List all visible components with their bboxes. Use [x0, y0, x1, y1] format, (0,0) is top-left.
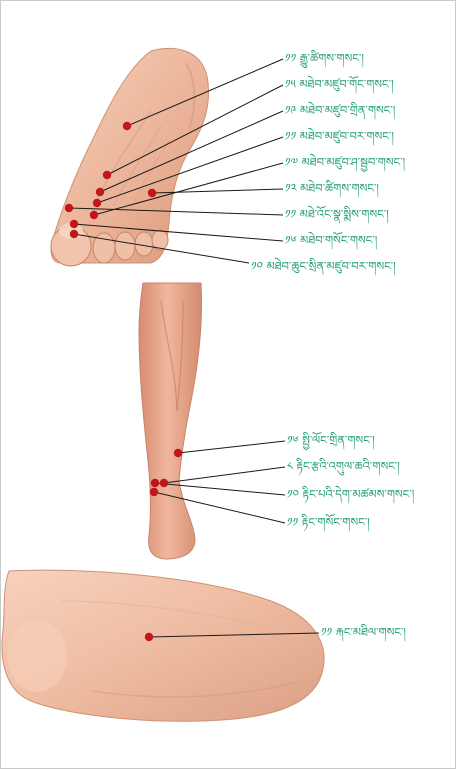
acupoint-label: ༡༡ རྟིང་གསོང་གསང་།: [287, 515, 370, 529]
acupoint-marker: [148, 189, 156, 197]
acupoint-marker: [150, 488, 158, 496]
acupoint-label: ༡༠ མཐེབ་ཆུང་སྲིན་མཛུབ་བར་གསང་།: [251, 259, 396, 273]
foot-sole-view: [2, 570, 324, 721]
acupoint-label: ༡༩ མཐེབ་མཛུབ་གྲིན་གསང་།: [285, 103, 395, 117]
acupoint-marker: [96, 188, 104, 196]
acupoint-label: ༡༠ རྟིང་པའི་དེག་མཚམས་གསང་།: [287, 487, 414, 501]
acupoint-marker: [145, 633, 153, 641]
leader-line: [178, 441, 285, 453]
acupoint-marker: [90, 211, 98, 219]
acupoint-label: ༡༢ མཐེབ་ཚིགས་གསང་།: [285, 181, 379, 195]
acupoint-marker: [65, 204, 73, 212]
acupoint-marker: [174, 449, 182, 457]
acupoint-marker: [151, 479, 159, 487]
acupoint-label: ༡༡ རྒྱུ་ཚིགས་གསང་།: [285, 51, 364, 65]
acupoint-label: ༡༡ རྐང་མཐིལ་གསང་།: [321, 625, 406, 639]
acupoint-label: ༡༦ སྤྱི་ལོང་གྲིན་གསང་།: [287, 433, 375, 447]
acupoint-label: ༡༧ མཐེབ་མཛུབ་ཤ་སྦྱབ་གསང་།: [285, 155, 405, 169]
acupoint-label: ༡༦ མཐེབ་གསོང་གསང་།: [285, 233, 377, 247]
acupoint-marker: [160, 479, 168, 487]
acupoint-label: ༡༡ མཐེ་འོང་སྣ་སྨིས་གསང་།: [285, 207, 389, 221]
lower-leg-back-view: [139, 283, 202, 559]
leader-line: [164, 467, 285, 483]
acupoint-marker: [70, 230, 78, 238]
acupoint-marker: [123, 122, 131, 130]
acupoint-marker: [93, 199, 101, 207]
acupoint-label: ༡༥ མཐེབ་མཛུབ་གོང་གསང་།: [285, 77, 394, 91]
acupoint-marker: [103, 171, 111, 179]
acupoint-marker: [70, 220, 78, 228]
acupoint-label: ༡༡ མཐེབ་མཛུབ་བར་གསང་།: [285, 129, 394, 143]
acupoint-label: ༨ རྟིང་རྩའི་འགུལ་ཆའི་གསང་།: [287, 459, 400, 473]
